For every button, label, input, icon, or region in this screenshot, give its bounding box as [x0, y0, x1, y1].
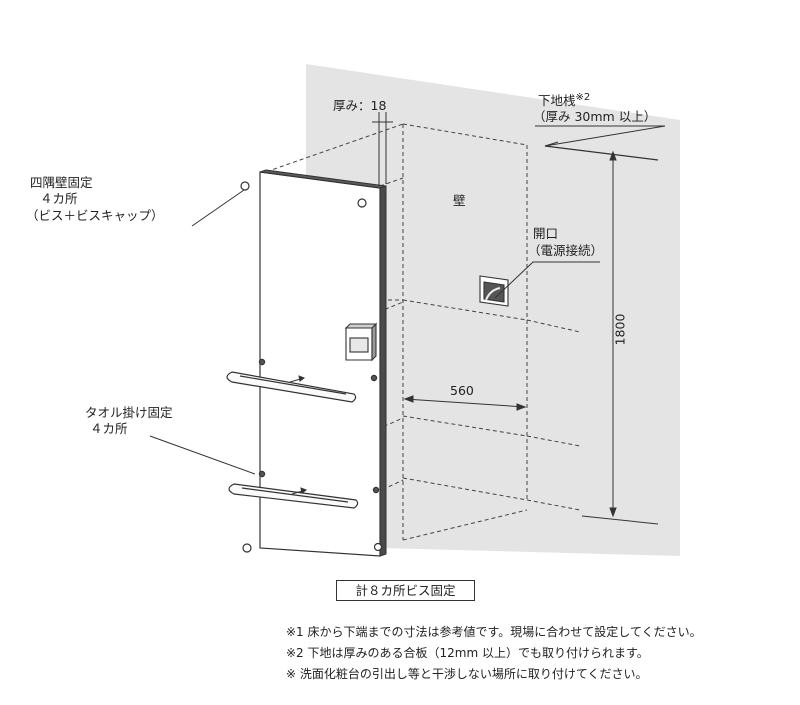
wall-surface — [306, 64, 680, 556]
note-1: ※1 床から下端までの寸法は参考値です。現場に合わせて設定してください。 — [286, 625, 702, 639]
height-dimension — [581, 150, 659, 525]
height-dimension-label: 1800 — [612, 313, 628, 346]
width-dimension-label: 560 — [450, 383, 474, 398]
leader-lines — [149, 125, 666, 475]
screw-cap-icon — [240, 181, 250, 191]
towel-bar-lower — [228, 470, 380, 509]
thickness-label: 厚み：18 — [333, 98, 387, 113]
opening-label-2: （電源接続） — [528, 243, 604, 258]
notes-block: ※1 床から下端までの寸法は参考値です。現場に合わせて設定してください。 ※2 … — [286, 622, 702, 685]
total-fix-box: 計８カ所ビス固定 — [336, 580, 475, 601]
note-3: ※ 洗面化粧台の引出し等と干渉しない場所に取り付けてください。 — [286, 667, 648, 681]
towel-fix-label-2: ４カ所 — [90, 421, 128, 436]
corner-fix-label-2: ４カ所 — [40, 191, 78, 206]
heater-panel — [259, 169, 387, 557]
panel-side-edge — [379, 185, 387, 557]
control-box — [344, 322, 378, 362]
screw-cap-icon — [242, 543, 252, 553]
base-rail-label: 下地桟※2 — [538, 92, 591, 110]
screw-cap-icon — [357, 198, 367, 208]
wall-label: 壁 — [453, 193, 466, 208]
towel-fix-label-1: タオル掛け固定 — [85, 405, 173, 420]
arrow-icons — [289, 375, 308, 495]
panel-top-edge — [259, 169, 387, 189]
corner-fix-label-1: 四隅壁固定 — [30, 175, 93, 190]
thickness-dimension — [372, 112, 393, 186]
towel-bar-upper — [226, 358, 378, 403]
power-opening — [479, 275, 509, 307]
base-rail-thickness-label: （厚み 30mm 以上） — [533, 109, 657, 124]
corner-fix-label-3: （ビス＋ビスキャップ） — [26, 208, 164, 223]
opening-label-1: 開口 — [533, 226, 559, 241]
screw-cap-icon — [373, 542, 383, 552]
rear-frame-dashed — [402, 123, 581, 541]
width-dimension — [403, 395, 527, 411]
note-2: ※2 下地は厚みのある合板（12mm 以上）でも取り付けられます。 — [286, 646, 649, 660]
base-rail-mark: ※2 — [575, 92, 591, 103]
corner-screws — [240, 181, 383, 553]
base-rail-text: 下地桟 — [538, 93, 576, 108]
